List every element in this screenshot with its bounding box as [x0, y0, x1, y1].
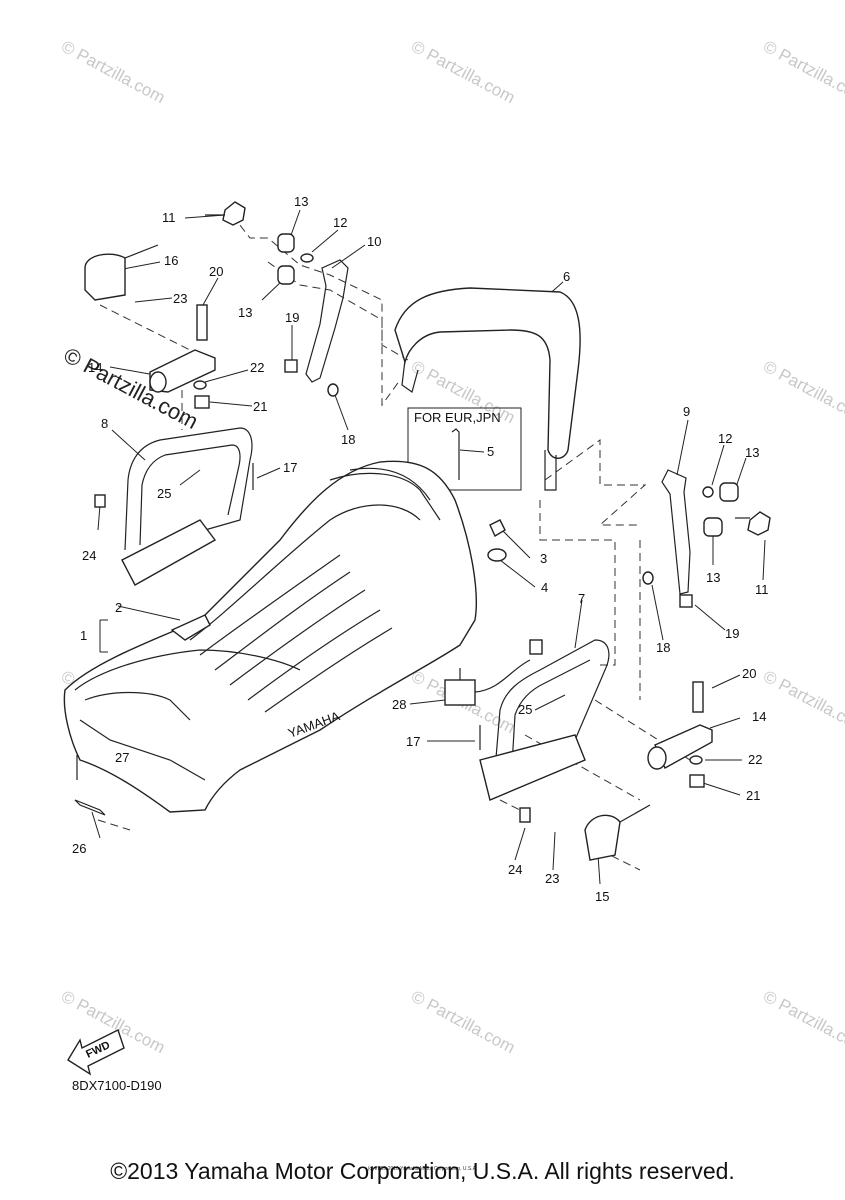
callout-18b: 18 — [656, 640, 670, 655]
small-parts — [74, 244, 705, 861]
callout-11a: 11 — [162, 210, 176, 225]
callout-27: 27 — [115, 750, 129, 765]
callout-1: 1 — [80, 628, 87, 643]
callout-11b: 11 — [755, 582, 769, 597]
small-copyright: (c) 2005-2016 Yamaha Motor Corporation, … — [367, 1166, 478, 1172]
watermark: © Partzilla.com — [760, 357, 845, 428]
callout-20b: 20 — [742, 666, 756, 681]
callout-4: 4 — [541, 580, 548, 595]
parts-diagram: © Partzilla.com © Partzilla.com © Partzi… — [58, 37, 845, 1076]
callout-17b: 17 — [406, 734, 420, 749]
callout-19a: 19 — [285, 310, 299, 325]
callout-16: 16 — [164, 253, 178, 268]
watermark-dark: © Partzilla.com — [60, 342, 203, 434]
callout-20a: 20 — [209, 264, 223, 279]
callout-6: 6 — [563, 269, 570, 284]
callout-28: 28 — [392, 697, 406, 712]
callout-23b: 23 — [545, 871, 559, 886]
diagram-code: 8DX7100-D190 — [72, 1078, 162, 1093]
callout-18a: 18 — [341, 432, 355, 447]
guide-lines — [97, 214, 691, 871]
callout-25b: 25 — [518, 702, 532, 717]
callout-13b: 13 — [238, 305, 252, 320]
callout-12a: 12 — [333, 215, 347, 230]
watermark: © Partzilla.com — [760, 667, 845, 738]
callout-7: 7 — [578, 591, 585, 606]
grab-bar-part — [121, 427, 610, 801]
callout-23a: 23 — [173, 291, 187, 306]
knob-part — [205, 201, 771, 536]
callout-10: 10 — [367, 234, 381, 249]
callout-3: 3 — [540, 551, 547, 566]
watermark: © Partzilla.com — [760, 37, 845, 108]
backrest-part — [394, 287, 581, 491]
bracket-part — [305, 259, 691, 595]
callout-22a: 22 — [250, 360, 264, 375]
callout-21b: 21 — [746, 788, 760, 803]
callout-19b: 19 — [725, 626, 739, 641]
callout-24b: 24 — [508, 862, 522, 877]
callout-21a: 21 — [253, 399, 267, 414]
fwd-arrow-icon: FWD — [67, 1029, 125, 1076]
callout-15: 15 — [595, 889, 609, 904]
watermark: © Partzilla.com — [58, 37, 168, 108]
callout-22b: 22 — [748, 752, 762, 767]
callout-14a: 14 — [88, 360, 102, 375]
callout-24a: 24 — [82, 548, 96, 563]
inset-part-number: 5 — [487, 444, 494, 459]
callout-17a: 17 — [283, 460, 297, 475]
callout-9: 9 — [683, 404, 690, 419]
copyright-notice: ©2013 Yamaha Motor Corporation, U.S.A. A… — [110, 1158, 735, 1184]
callout-13d: 13 — [706, 570, 720, 585]
callout-13c: 13 — [745, 445, 759, 460]
callout-26: 26 — [72, 841, 86, 856]
callout-14b: 14 — [752, 709, 766, 724]
callout-13a: 13 — [294, 194, 308, 209]
watermark: © Partzilla.com — [760, 987, 845, 1058]
cylinder-part — [149, 349, 713, 770]
callout-12b: 12 — [718, 431, 732, 446]
callout-labels: 1 2 3 4 6 7 8 9 10 11 11 12 12 13 13 13 … — [72, 194, 769, 904]
inset-for-eur-jpn: FOR EUR,JPN 5 — [407, 407, 522, 491]
collar-parts — [277, 233, 739, 537]
callout-8: 8 — [101, 416, 108, 431]
inset-title: FOR EUR,JPN — [414, 410, 501, 425]
callout-25a: 25 — [157, 486, 171, 501]
seat-part: YAMAHA — [63, 460, 477, 813]
callout-2: 2 — [115, 600, 122, 615]
watermark: © Partzilla.com — [408, 37, 518, 108]
watermark: © Partzilla.com — [408, 987, 518, 1058]
